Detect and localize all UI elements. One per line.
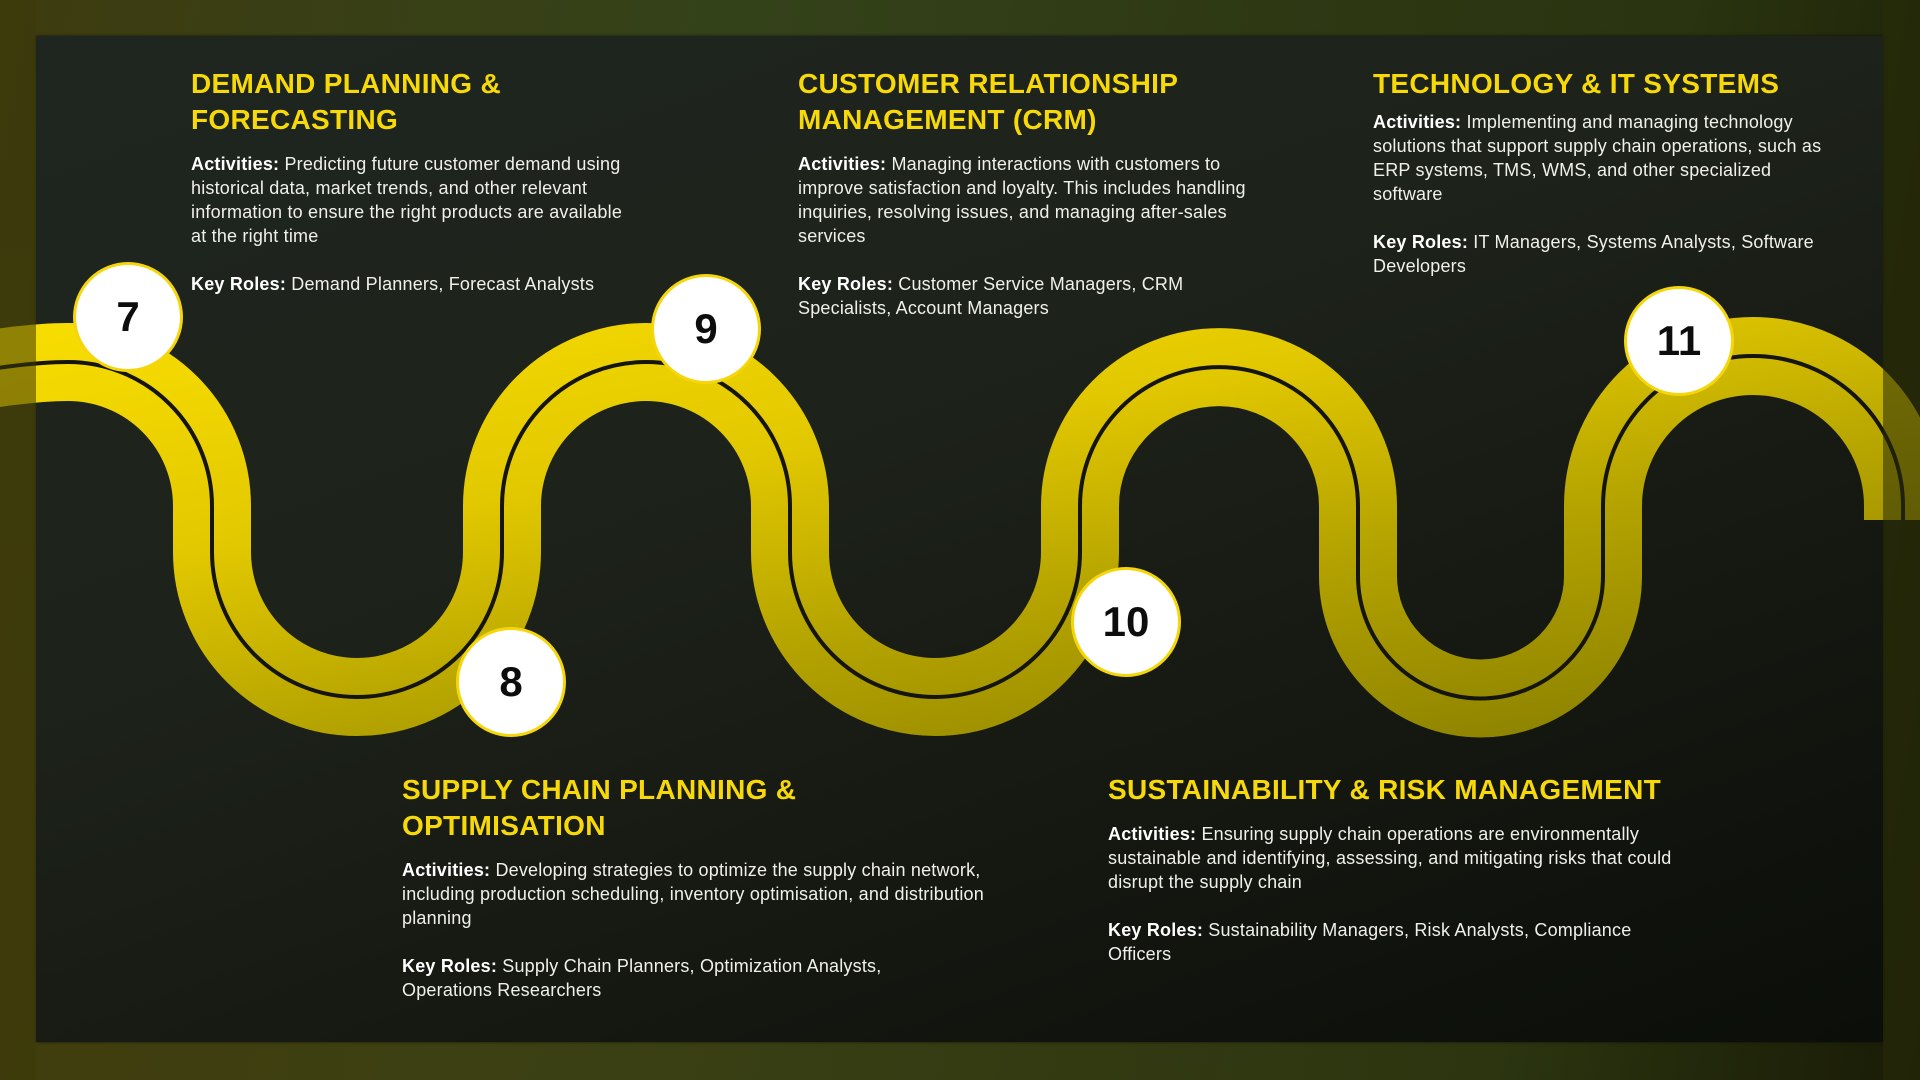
step-key-roles: Key Roles: Demand Planners, Forecast Ana… — [191, 272, 641, 296]
step-activities: Activities: Managing interactions with c… — [798, 152, 1258, 248]
roles-text: Sustainability Managers, Risk Analysts, … — [1108, 920, 1632, 964]
activities-label: Activities: — [1373, 112, 1462, 132]
step-key-roles: Key Roles: Supply Chain Planners, Optimi… — [402, 954, 942, 1002]
step-title: TECHNOLOGY & IT SYSTEMS — [1373, 68, 1780, 99]
step-marker-9: 9 — [651, 274, 761, 384]
roles-label: Key Roles: — [402, 956, 498, 976]
activities-label: Activities: — [798, 154, 887, 174]
road-centerline — [0, 354, 1905, 701]
roles-label: Key Roles: — [798, 274, 894, 294]
step-title: DEMAND PLANNING & FORECASTING — [191, 68, 501, 135]
activities-text: Managing interactions with customers to … — [798, 154, 1246, 246]
roles-label: Key Roles: — [191, 274, 287, 294]
activities-text: Predicting future customer demand using … — [191, 154, 623, 246]
step-title: CUSTOMER RELATIONSHIP MANAGEMENT (CRM) — [798, 68, 1178, 135]
road-band — [0, 317, 1920, 738]
step-card-crm: CUSTOMER RELATIONSHIP MANAGEMENT (CRM) A… — [798, 66, 1258, 320]
step-number: 7 — [116, 293, 140, 340]
step-activities: Activities: Implementing and managing te… — [1373, 110, 1843, 206]
roles-text: Customer Service Managers, CRM Specialis… — [798, 274, 1184, 318]
step-activities: Activities: Developing strategies to opt… — [402, 858, 1002, 930]
step-number: 10 — [1102, 598, 1150, 645]
step-card-demand-planning: DEMAND PLANNING & FORECASTING Activities… — [191, 66, 641, 296]
roles-text: Supply Chain Planners, Optimization Anal… — [402, 956, 882, 1000]
step-card-technology: TECHNOLOGY & IT SYSTEMS Activities: Impl… — [1373, 66, 1853, 278]
roles-label: Key Roles: — [1373, 232, 1469, 252]
activities-label: Activities: — [402, 860, 491, 880]
roles-text: IT Managers, Systems Analysts, Software … — [1373, 232, 1814, 276]
step-activities: Activities: Predicting future customer d… — [191, 152, 641, 248]
step-marker-11: 11 — [1624, 286, 1734, 396]
roles-text: Demand Planners, Forecast Analysts — [291, 274, 595, 294]
activities-text: Implementing and managing technology sol… — [1373, 112, 1822, 204]
roles-label: Key Roles: — [1108, 920, 1204, 940]
step-number: 8 — [499, 658, 523, 705]
step-title: SUPPLY CHAIN PLANNING & OPTIMISATION — [402, 774, 797, 841]
step-marker-7: 7 — [73, 262, 183, 372]
step-key-roles: Key Roles: Sustainability Managers, Risk… — [1108, 918, 1688, 966]
step-card-sustainability: SUSTAINABILITY & RISK MANAGEMENT Activit… — [1108, 772, 1708, 966]
activities-label: Activities: — [1108, 824, 1197, 844]
step-number: 11 — [1656, 317, 1702, 364]
step-key-roles: Key Roles: Customer Service Managers, CR… — [798, 272, 1218, 320]
step-marker-10: 10 — [1071, 567, 1181, 677]
step-card-supply-chain-planning: SUPPLY CHAIN PLANNING & OPTIMISATION Act… — [402, 772, 1002, 1002]
step-key-roles: Key Roles: IT Managers, Systems Analysts… — [1373, 230, 1843, 278]
step-marker-8: 8 — [456, 627, 566, 737]
step-title: SUSTAINABILITY & RISK MANAGEMENT — [1108, 774, 1662, 805]
activities-text: Developing strategies to optimize the su… — [402, 860, 984, 928]
step-activities: Activities: Ensuring supply chain operat… — [1108, 822, 1698, 894]
activities-label: Activities: — [191, 154, 280, 174]
step-number: 9 — [694, 305, 718, 352]
activities-text: Ensuring supply chain operations are env… — [1108, 824, 1672, 892]
